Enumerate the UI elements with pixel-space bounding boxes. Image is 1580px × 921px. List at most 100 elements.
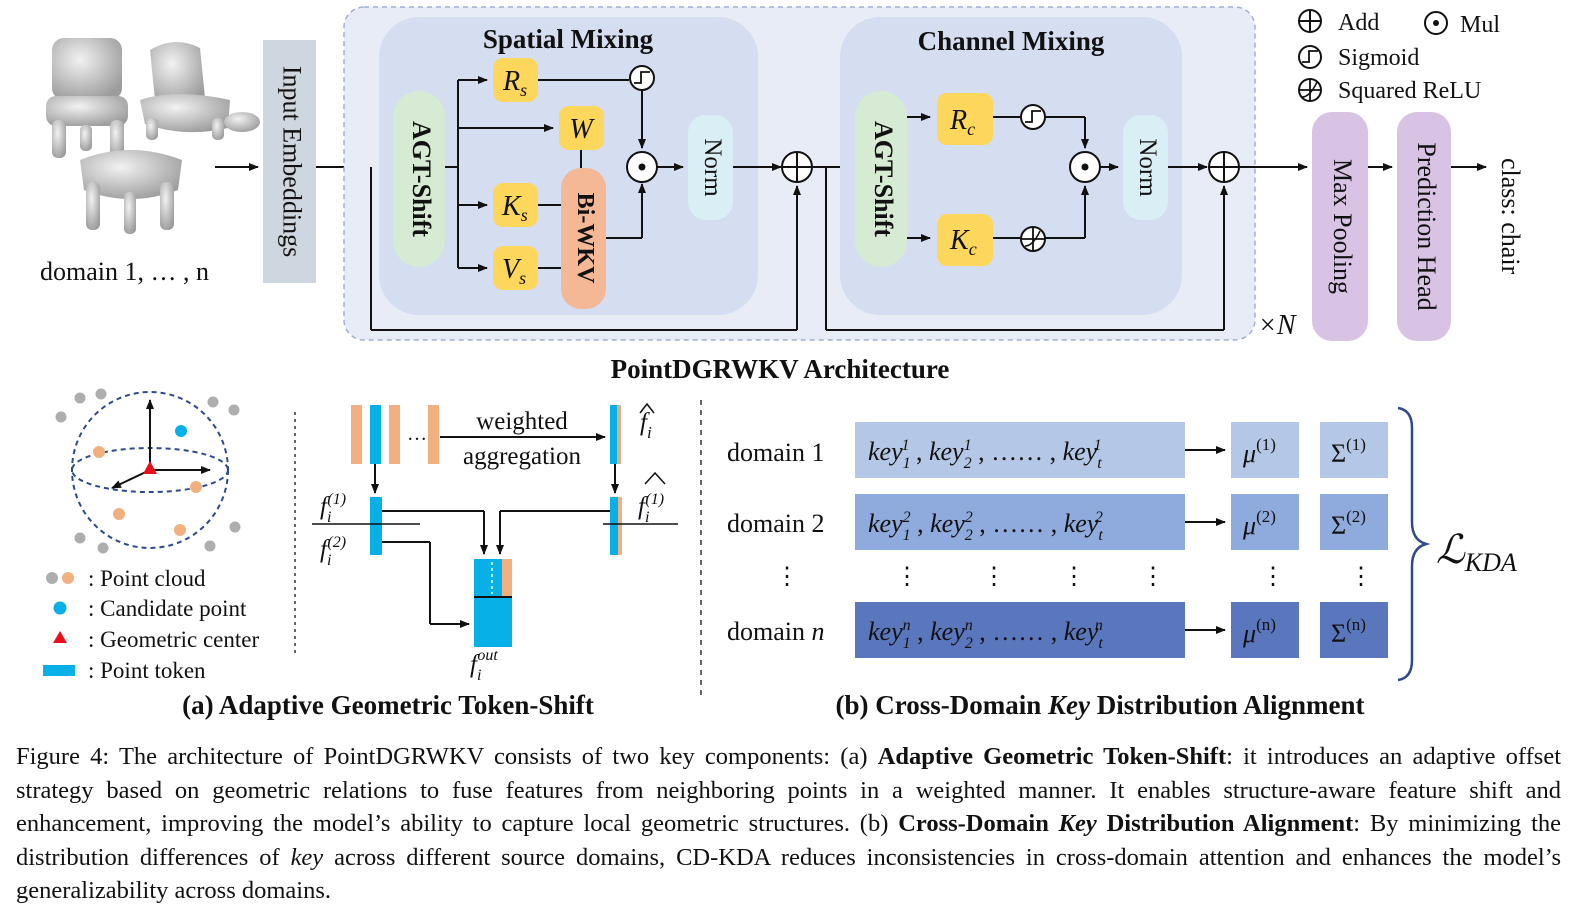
svg-text:key11 , key21 , …… , keyt1: key11 , key21 , …… , keyt1 <box>868 437 1102 472</box>
norm-channel-label: Norm <box>1134 138 1161 197</box>
key-row-n <box>855 602 1185 658</box>
input-embeddings-block <box>263 40 316 283</box>
agt-shift-spatial-label: AGT-Shift <box>407 121 436 237</box>
sigma-box-2 <box>1320 494 1388 550</box>
domain-label: domain 1, … , n <box>40 257 209 286</box>
agt-shift-channel <box>855 91 907 267</box>
svg-text:: Point cloud: : Point cloud <box>88 566 206 591</box>
svg-text:Sigmoid: Sigmoid <box>1338 45 1419 71</box>
svg-text:domain n: domain n <box>727 617 825 646</box>
bi-wkv-label: Bi-WKV <box>572 193 598 284</box>
prediction-head-label: Prediction Head <box>1412 142 1441 310</box>
sigma-box-n <box>1320 602 1388 658</box>
chair-render-3 <box>80 150 182 234</box>
k-s-block <box>493 183 538 227</box>
svg-text:Rs: Rs <box>502 66 527 100</box>
svg-text:…: … <box>407 423 427 445</box>
svg-text:⋮: ⋮ <box>1261 564 1285 590</box>
mu-box-1 <box>1231 422 1299 478</box>
svg-text:Σ(1): Σ(1) <box>1331 435 1366 468</box>
max-pooling-block <box>1312 112 1368 341</box>
token-sequence: … <box>351 405 439 464</box>
mu-box-n <box>1231 602 1299 658</box>
svg-text:⋮: ⋮ <box>982 564 1006 590</box>
panel-b-caption: (b) Cross-Domain Key Distribution Alignm… <box>835 690 1364 720</box>
svg-text:fi(1): fi(1) <box>320 491 346 526</box>
svg-text:fiout: fiout <box>470 647 498 684</box>
panel-a: : Point cloud : Candidate point : Geomet… <box>43 388 678 720</box>
svg-text:fi(1): fi(1) <box>638 491 664 526</box>
svg-text:fi(2): fi(2) <box>320 534 346 569</box>
norm-spatial-block <box>688 115 733 220</box>
architecture-diagram: domain 1, … , n Input Embeddings Spatial… <box>40 6 1525 720</box>
panel-b: domain 1 key11 , key21 , …… , keyt1 μ(1)… <box>727 406 1517 720</box>
svg-text:: Candidate point: : Candidate point <box>88 596 247 621</box>
k-c-block <box>937 214 993 266</box>
w-block <box>559 106 604 150</box>
svg-text:Σ(2): Σ(2) <box>1331 507 1366 540</box>
operator-legend: Add Mul Sigmoid Squared ReLU <box>1298 9 1500 104</box>
svg-text:fi: fi <box>640 409 652 442</box>
svg-text:Kc: Kc <box>949 225 977 259</box>
svg-text:: Geometric center: : Geometric center <box>88 627 259 652</box>
svg-text:Vs: Vs <box>502 254 526 288</box>
sigmoid-icon <box>1298 45 1322 69</box>
r-c-block <box>937 93 993 145</box>
svg-text:μ(n): μ(n) <box>1242 615 1276 648</box>
architecture-title: PointDGRWKV Architecture <box>611 354 950 384</box>
svg-text:aggregation: aggregation <box>463 443 582 470</box>
sigmoid-op-spatial <box>629 65 655 91</box>
norm-spatial-label: Norm <box>699 138 726 197</box>
loss-brace <box>1397 406 1431 682</box>
svg-text:Mul: Mul <box>1460 12 1500 38</box>
r-s-block <box>493 58 538 102</box>
svg-text:key1n , key2n , …… , keytn: key1n , key2n , …… , keytn <box>868 617 1103 652</box>
svg-text:μ(2): μ(2) <box>1242 507 1276 540</box>
svg-text:⋮: ⋮ <box>1062 564 1086 590</box>
svg-text:domain 1: domain 1 <box>727 438 825 467</box>
sigma-box-1 <box>1320 422 1388 478</box>
svg-text:key12 , key22 , …… , keyt2: key12 , key22 , …… , keyt2 <box>868 509 1103 544</box>
vertical-ellipsis-row: ⋮ ⋮ ⋮ ⋮ ⋮ ⋮ ⋮ <box>775 564 1373 590</box>
chair-point-cloud-images: domain 1, … , n <box>40 38 260 286</box>
panel-a-legend: : Point cloud : Candidate point : Geomet… <box>43 566 259 683</box>
sphere-illustration <box>55 388 241 554</box>
bi-wkv-block <box>561 168 606 309</box>
aggregated-token <box>610 405 621 464</box>
svg-text:Squared ReLU: Squared ReLU <box>1338 78 1481 104</box>
max-pooling-label: Max Pooling <box>1328 159 1357 294</box>
svg-text:Add: Add <box>1338 10 1379 36</box>
svg-text:weighted: weighted <box>476 408 568 435</box>
channel-mixing-title: Channel Mixing <box>918 26 1105 56</box>
agt-shift-spatial <box>393 91 445 267</box>
svg-text:Rc: Rc <box>949 105 975 139</box>
sigmoid-op-channel <box>1020 104 1046 130</box>
panel-a-caption: (a) Adaptive Geometric Token-Shift <box>182 690 594 720</box>
key-row-1 <box>855 422 1185 478</box>
norm-channel-block <box>1123 115 1168 220</box>
input-embeddings-label: Input Embeddings <box>278 66 307 257</box>
mu-box-2 <box>1231 494 1299 550</box>
chair-render-1 <box>46 38 128 158</box>
svg-text:μ(1): μ(1) <box>1242 435 1276 468</box>
svg-text:Σ(n): Σ(n) <box>1331 615 1366 648</box>
svg-text:⋮: ⋮ <box>1349 564 1373 590</box>
v-s-block <box>493 246 538 290</box>
chair-render-2 <box>140 41 260 140</box>
repeat-n-label: ×N <box>1258 310 1297 341</box>
key-row-2 <box>855 494 1185 550</box>
svg-text:⋮: ⋮ <box>895 564 919 590</box>
split-token-left <box>370 497 382 555</box>
spatial-mixing-title: Spatial Mixing <box>483 24 654 54</box>
svg-text:: Point token: : Point token <box>88 658 206 683</box>
spatial-mixing-block <box>379 17 758 315</box>
loss-label: ℒKDA <box>1436 527 1517 577</box>
svg-text:Ks: Ks <box>501 191 528 225</box>
svg-text:⋮: ⋮ <box>1141 564 1165 590</box>
prediction-head-block <box>1397 112 1451 341</box>
svg-text:W: W <box>569 114 595 145</box>
agt-shift-channel-label: AGT-Shift <box>869 121 898 237</box>
output-class-label: class: chair <box>1496 158 1525 275</box>
svg-text:domain 2: domain 2 <box>727 509 825 538</box>
